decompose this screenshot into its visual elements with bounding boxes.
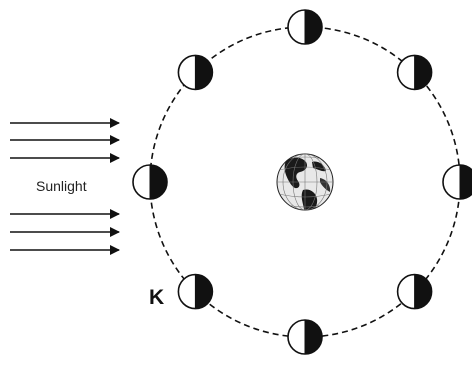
sunlight-label: Sunlight bbox=[36, 178, 87, 194]
moon-icon bbox=[177, 273, 214, 310]
moon-icon bbox=[287, 9, 323, 45]
moon-icon bbox=[396, 273, 433, 310]
moon-icon bbox=[396, 54, 433, 91]
earth-globe-icon bbox=[276, 153, 334, 211]
moon-marker-k-label: K bbox=[149, 286, 165, 309]
sunlight-arrows bbox=[10, 118, 120, 255]
moon-icon bbox=[442, 164, 472, 200]
moon-icon bbox=[177, 54, 214, 91]
moon-icon bbox=[132, 164, 168, 200]
moon-icon bbox=[287, 319, 323, 355]
moon-positions bbox=[132, 9, 472, 355]
